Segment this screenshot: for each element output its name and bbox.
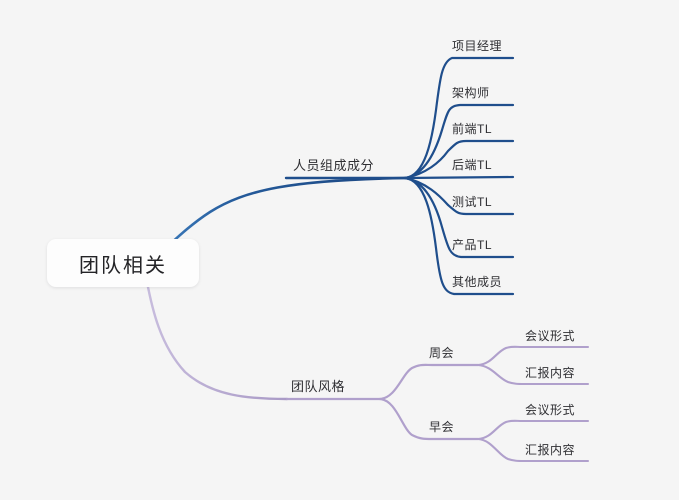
leaf-node-backend-tl[interactable]: 后端TL — [452, 156, 492, 173]
edge-root-to-team-style — [145, 280, 289, 401]
branch-label-personnel[interactable]: 人员组成成分 — [293, 155, 374, 174]
branch-team-style-text: 团队风格 — [291, 379, 346, 394]
leaf-label-text: 会议形式 — [525, 403, 576, 417]
edge-team-style-to-周会 — [378, 363, 480, 401]
sub-node-daily-meeting[interactable]: 早会 — [429, 418, 454, 435]
sub-label-text: 早会 — [429, 420, 455, 434]
leaf-node-weekly-meeting-format[interactable]: 会议形式 — [525, 327, 575, 344]
leaf-label-text: 项目经理 — [452, 39, 503, 53]
leaf-node-project-manager[interactable]: 项目经理 — [452, 37, 502, 54]
branch-personnel-text: 人员组成成分 — [293, 158, 375, 173]
leaf-node-daily-meeting-format[interactable]: 会议形式 — [525, 401, 575, 418]
leaf-label-text: 产品TL — [452, 238, 493, 252]
leaf-node-frontend-tl[interactable]: 前端TL — [452, 120, 492, 137]
leaf-label-text: 后端TL — [452, 158, 493, 172]
branch-label-team-style[interactable]: 团队风格 — [291, 376, 345, 395]
leaf-node-weekly-report-content[interactable]: 汇报内容 — [525, 364, 575, 381]
root-node[interactable]: 团队相关 — [47, 239, 199, 287]
sub-label-text: 周会 — [429, 346, 455, 360]
leaf-label-text: 架构师 — [452, 86, 490, 100]
root-node-label: 团队相关 — [79, 254, 167, 277]
leaf-label-text: 会议形式 — [525, 329, 576, 343]
leaf-label-text: 汇报内容 — [525, 443, 576, 457]
leaf-node-daily-report-content[interactable]: 汇报内容 — [525, 441, 575, 458]
leaf-label-text: 前端TL — [452, 122, 493, 136]
edge-早会-to-会议形式 — [476, 419, 590, 441]
leaf-node-other-members[interactable]: 其他成员 — [452, 273, 502, 290]
edge-周会-to-会议形式 — [476, 345, 590, 367]
leaf-node-test-tl[interactable]: 测试TL — [452, 193, 492, 210]
edge-personnel-to-后端TL — [403, 175, 515, 180]
leaf-label-text: 测试TL — [452, 195, 493, 209]
leaf-label-text: 汇报内容 — [525, 366, 576, 380]
sub-node-weekly-meeting[interactable]: 周会 — [429, 344, 454, 361]
leaf-node-product-tl[interactable]: 产品TL — [452, 236, 492, 253]
leaf-label-text: 其他成员 — [452, 275, 503, 289]
leaf-node-architect[interactable]: 架构师 — [452, 84, 490, 101]
